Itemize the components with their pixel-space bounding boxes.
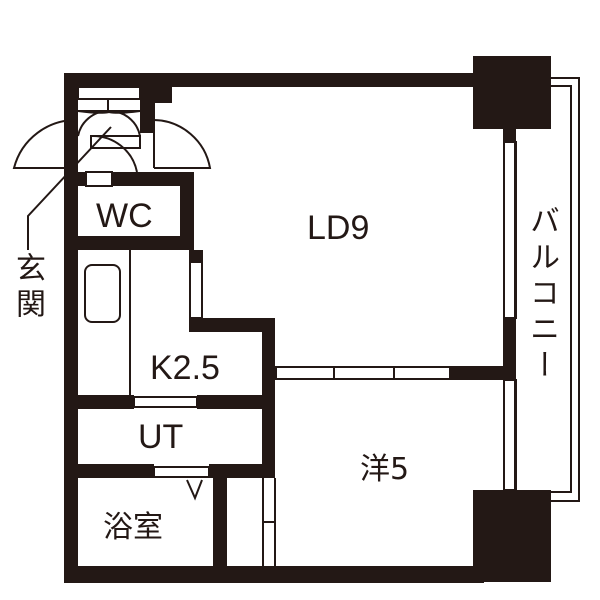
room-label-wc: WC [96,197,153,235]
wall-top [64,73,484,87]
pillar-bottom-right [473,490,551,582]
room-label-ld: LD9 [307,209,370,247]
room-label-entrance: 玄関 [10,252,45,324]
room-label-kitchen: K2.5 [150,349,220,387]
pillar-top-right [473,56,551,129]
wall-left [64,73,78,583]
room-label-bath: 浴室 [103,510,163,545]
room-label-balcony: バルコニー [524,205,559,385]
room-label-western: 洋5 [360,452,410,487]
room-label-ut: UT [138,418,184,456]
wall-bottom [64,566,484,583]
